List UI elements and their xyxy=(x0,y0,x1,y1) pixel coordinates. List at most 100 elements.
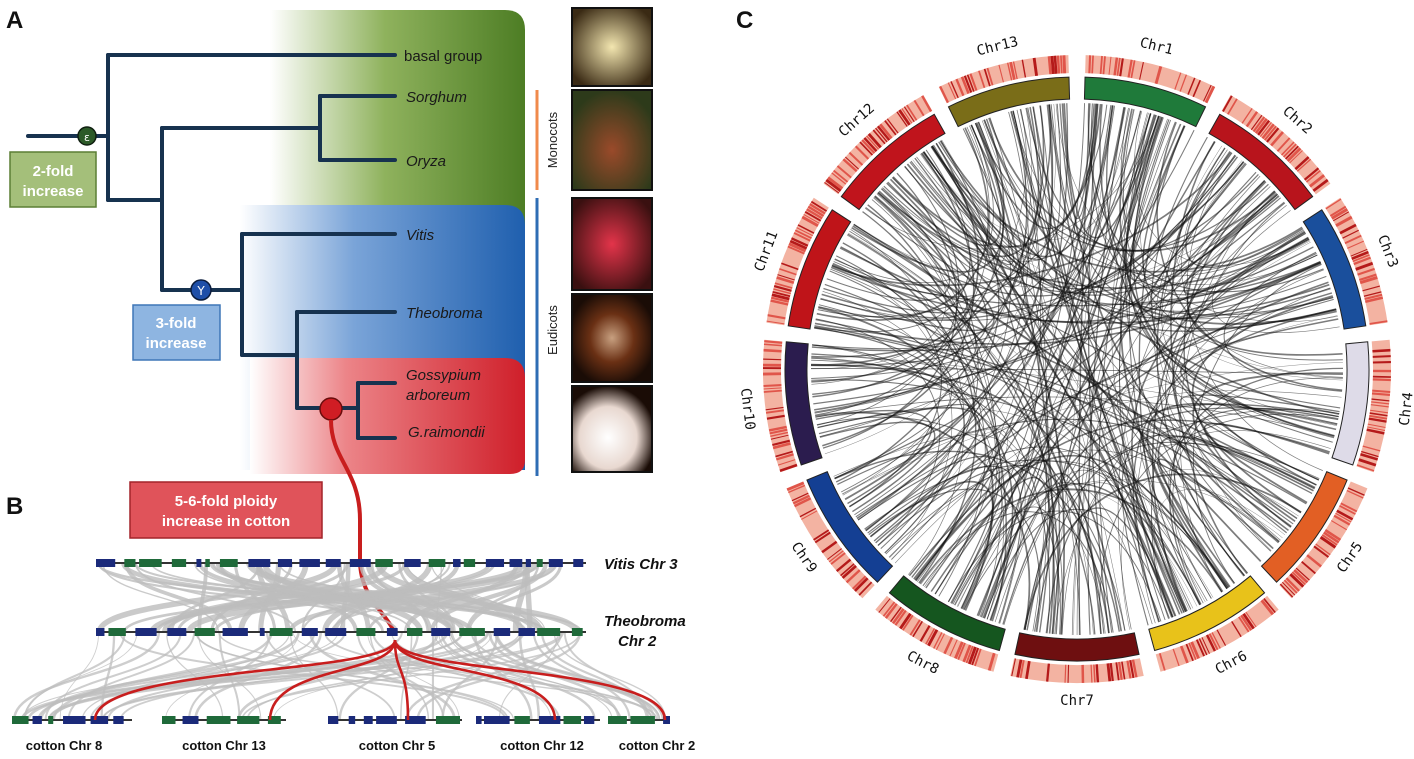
density-tick xyxy=(1208,633,1219,651)
synteny-link xyxy=(356,631,445,721)
density-tick xyxy=(974,648,982,667)
circos-link xyxy=(832,262,953,558)
circos-link xyxy=(934,476,1051,633)
density-tick xyxy=(947,82,957,100)
synteny-link xyxy=(39,631,300,721)
density-tick xyxy=(1370,404,1389,408)
circos-link xyxy=(1183,181,1292,528)
density-tick xyxy=(793,497,812,508)
density-tick xyxy=(1303,167,1320,181)
density-tick xyxy=(766,414,785,420)
density-tick xyxy=(1198,638,1208,656)
density-tick xyxy=(890,606,902,623)
synteny-link xyxy=(401,562,524,633)
red-ploidy-link xyxy=(268,639,397,721)
density-tick xyxy=(899,612,912,630)
density-tick xyxy=(858,581,873,596)
circos-link xyxy=(984,109,1042,619)
chromosome-ideogram-chr6 xyxy=(1148,575,1266,652)
two-fold-box xyxy=(9,151,97,208)
density-tick xyxy=(978,70,986,89)
circos-link xyxy=(906,163,1262,562)
density-tick xyxy=(801,215,819,227)
gene-block xyxy=(459,628,485,636)
gene-block xyxy=(248,559,271,567)
circos-link xyxy=(832,263,1315,490)
synteny-link xyxy=(465,562,540,633)
density-tick xyxy=(1093,664,1096,683)
circos-link xyxy=(976,116,1163,616)
density-tick xyxy=(1352,254,1370,263)
cotton-chr13-label: cotton Chr 13 xyxy=(182,738,266,753)
circos-link xyxy=(822,172,958,449)
density-tick xyxy=(1205,634,1217,652)
three-fold-line1: 3-fold xyxy=(156,315,197,332)
density-tick xyxy=(1312,178,1329,192)
density-tick xyxy=(1289,573,1305,588)
density-tick xyxy=(1350,248,1368,257)
density-tick xyxy=(772,439,791,447)
density-tick xyxy=(792,494,810,505)
red-ploidy-link xyxy=(393,639,667,721)
density-tick xyxy=(810,200,828,212)
density-tick xyxy=(1336,509,1354,521)
density-tick xyxy=(884,120,897,136)
density-tick xyxy=(1324,529,1342,542)
gene-block xyxy=(12,716,29,724)
synteny-link xyxy=(121,562,474,633)
circos-link xyxy=(988,117,1277,252)
density-tick xyxy=(1222,95,1233,112)
synteny-link xyxy=(59,631,100,721)
density-tick xyxy=(1323,531,1340,544)
density-tick xyxy=(1115,662,1120,681)
circos-link xyxy=(814,325,1289,531)
density-tick xyxy=(1006,62,1013,81)
density-tick xyxy=(1019,660,1025,679)
density-tick xyxy=(779,463,798,473)
density-tick xyxy=(1333,514,1351,526)
circos-link xyxy=(816,127,990,321)
gene-block xyxy=(548,559,563,567)
gene-block xyxy=(135,628,157,636)
circos-link xyxy=(818,403,970,479)
density-tick xyxy=(769,428,788,435)
density-tick xyxy=(960,76,970,95)
density-tick xyxy=(966,74,975,92)
gene-block xyxy=(167,628,187,636)
cotton-chr5-label: cotton Chr 5 xyxy=(359,738,436,753)
chromosome-ideogram-chr3 xyxy=(1302,209,1367,330)
gene-block xyxy=(630,716,655,724)
density-tick xyxy=(765,406,784,411)
density-tick xyxy=(935,633,945,651)
synteny-link xyxy=(119,631,490,721)
density-tick xyxy=(1347,487,1365,496)
density-tick xyxy=(1282,581,1296,596)
gene-block xyxy=(525,559,531,567)
gene-block xyxy=(48,716,54,724)
circos-link xyxy=(1019,108,1160,623)
circos-link xyxy=(853,223,1294,525)
density-tick xyxy=(1285,577,1300,592)
synteny-links xyxy=(12,561,667,721)
two-fold-line2: increase xyxy=(23,183,84,200)
density-tick xyxy=(901,108,913,124)
density-tick xyxy=(770,296,789,303)
density-tick xyxy=(1179,645,1189,664)
circos-link xyxy=(865,123,1012,531)
synteny-link xyxy=(197,562,208,633)
density-tick xyxy=(1118,661,1123,680)
chromosome-ideogram-chr8 xyxy=(888,575,1006,652)
density-tick xyxy=(763,387,782,390)
epsilon-node-label: ε xyxy=(84,131,90,144)
synteny-link xyxy=(166,631,224,721)
density-tick xyxy=(833,169,849,183)
density-tick xyxy=(1372,389,1391,393)
synteny-link xyxy=(23,631,126,721)
density-tick xyxy=(971,647,980,666)
density-tick xyxy=(825,178,842,192)
density-tick xyxy=(963,75,973,93)
density-tick xyxy=(987,652,996,671)
circos-link xyxy=(974,122,1269,252)
eudicots-label: Eudicots xyxy=(545,305,560,355)
density-tick xyxy=(1306,554,1322,568)
